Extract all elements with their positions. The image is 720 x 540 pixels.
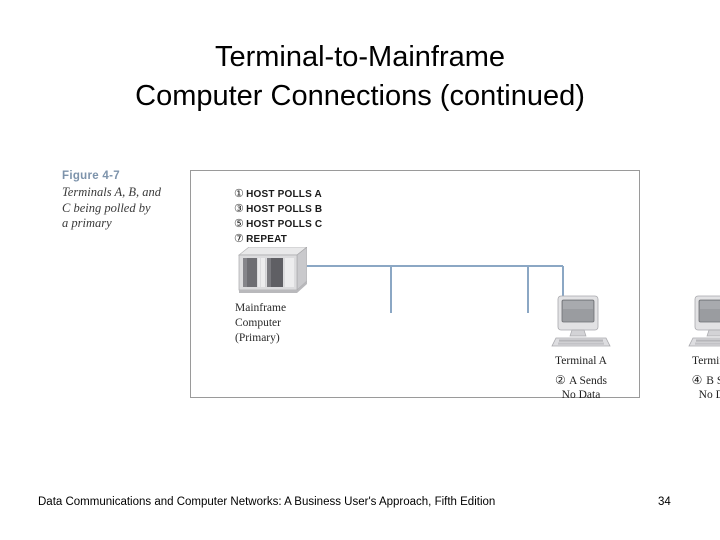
circled-number-5-icon: ⑤ <box>234 218 245 230</box>
mainframe-cabinet-icon <box>238 247 307 293</box>
figure-caption-line-1: Terminals A, B, and <box>62 185 161 199</box>
circled-number-7-icon: ⑦ <box>234 233 245 245</box>
mainframe-label-line-3: (Primary) <box>235 332 280 344</box>
figure-caption-line-3: a primary <box>62 216 112 230</box>
terminal-b-node: Terminal B ④ B Sends No Data <box>663 294 720 402</box>
terminal-a-status-line-1: A Sends <box>568 375 608 387</box>
terminal-a-status: ② A Sends No Data <box>526 373 636 402</box>
mainframe-label: Mainframe Computer (Primary) <box>235 301 286 346</box>
terminal-a-name: Terminal A <box>555 355 607 367</box>
figure-number-label: Figure 4-7 <box>62 170 120 182</box>
footer-page-number: 34 <box>658 496 671 508</box>
footer-source-text: Data Communications and Computer Network… <box>38 496 496 508</box>
crt-terminal-icon <box>688 295 720 347</box>
poll-sequence-item-1-text: HOST POLLS A <box>246 189 322 200</box>
circled-number-1-icon: ① <box>234 188 245 200</box>
mainframe-label-line-2: Computer <box>235 317 281 329</box>
figure-caption-block: Figure 4-7 Terminals A, B, and C being p… <box>62 170 184 232</box>
terminal-b-status-line-2: No Data <box>698 389 720 401</box>
poll-sequence-item-4-text: REPEAT <box>246 234 288 245</box>
crt-terminal-icon <box>551 295 611 347</box>
terminal-b-status: ④ B Sends No Data <box>663 373 720 402</box>
circled-number-2-icon: ② <box>554 373 566 387</box>
page-title: Terminal-to-Mainframe Computer Connectio… <box>40 38 680 116</box>
figure-caption-text: Terminals A, B, and C being polled by a … <box>62 185 184 232</box>
circled-number-4-icon: ④ <box>691 373 703 387</box>
mainframe-label-line-1: Mainframe <box>235 302 287 314</box>
page-title-line-2: Computer Connections (continued) <box>135 80 585 112</box>
terminal-a-node: Terminal A ② A Sends No Data <box>526 294 636 402</box>
circled-number-3-icon: ③ <box>234 203 245 215</box>
poll-sequence-item-2-text: HOST POLLS B <box>246 204 323 215</box>
terminal-a-status-line-2: No Data <box>561 389 601 401</box>
mainframe-node: Mainframe Computer (Primary) <box>235 247 355 362</box>
poll-sequence-item-3-text: HOST POLLS C <box>246 219 323 230</box>
terminal-b-status-line-1: B Sends <box>706 375 720 387</box>
terminal-b-name: Terminal B <box>692 355 720 367</box>
figure-caption-line-2: C being polled by <box>62 200 151 215</box>
page-title-line-1: Terminal-to-Mainframe <box>214 41 506 73</box>
